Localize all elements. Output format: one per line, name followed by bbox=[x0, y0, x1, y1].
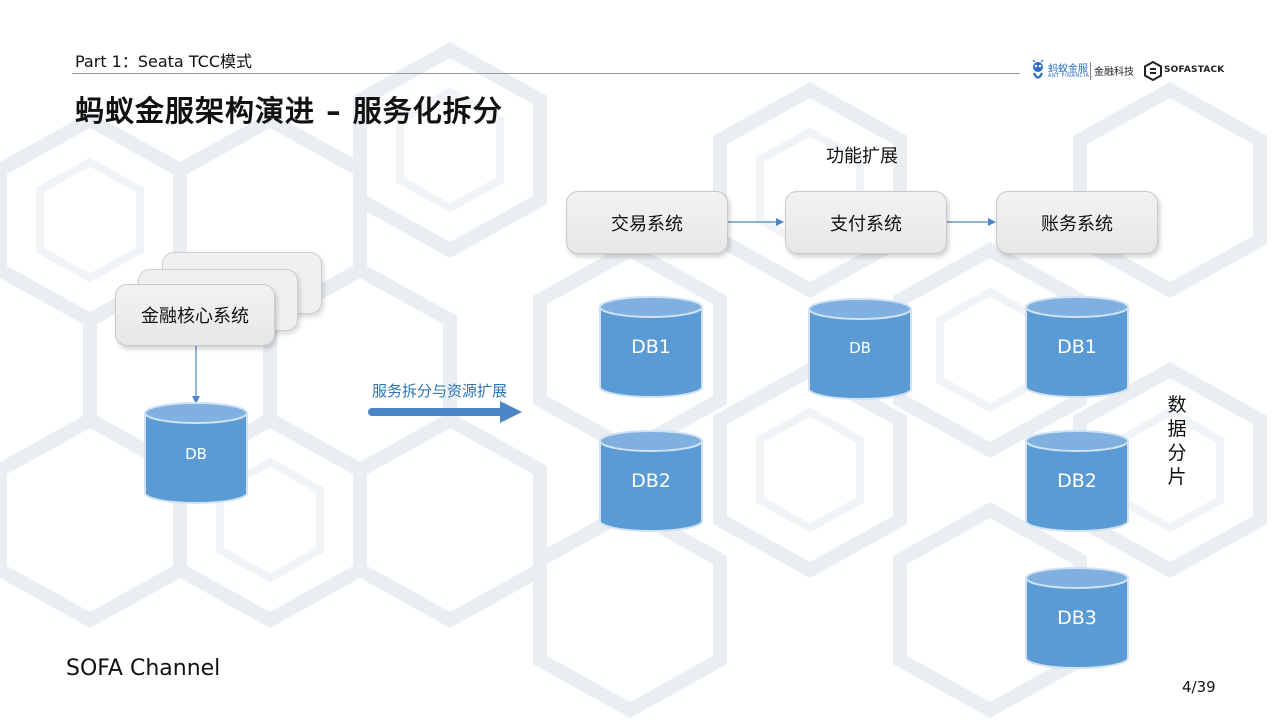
trade-db2-cylinder bbox=[599, 430, 703, 532]
trade-system-box: 交易系统 bbox=[566, 191, 728, 254]
core-system-label: 金融核心系统 bbox=[141, 306, 249, 327]
split-arrow-label: 服务拆分与资源扩展 bbox=[372, 382, 508, 400]
sharding-char-2: 据 bbox=[1167, 418, 1187, 440]
accounting-db3-label: DB3 bbox=[1057, 607, 1097, 629]
accounting-system-box: 账务系统 bbox=[996, 191, 1158, 254]
fintech-label: 金融科技 bbox=[1094, 67, 1134, 78]
payment-system-box: 支付系统 bbox=[785, 191, 947, 254]
accounting-db1-label: DB1 bbox=[1057, 336, 1097, 358]
page-number: 4/39 bbox=[1182, 678, 1216, 696]
data-sharding-label: 数 据 分 片 bbox=[1166, 393, 1188, 489]
core-db: DB bbox=[144, 402, 248, 506]
sofastack-text: SOFASTACK bbox=[1164, 65, 1225, 75]
trade-system-label: 交易系统 bbox=[611, 213, 683, 235]
functional-extension-label: 功能扩展 bbox=[826, 146, 898, 167]
accounting-db1: DB1 bbox=[1025, 296, 1129, 400]
accounting-db1-cylinder bbox=[1025, 296, 1129, 398]
ant-financial-logo: 蚂蚁金服 ANT FINANCIAL 金融科技 bbox=[1030, 58, 1134, 86]
core-db-cylinder bbox=[144, 402, 248, 504]
header-divider bbox=[72, 73, 1020, 74]
accounting-db2-cylinder bbox=[1025, 430, 1129, 532]
sofa-channel-logo: SOFA Channel bbox=[66, 656, 221, 681]
split-arrow-head bbox=[500, 401, 522, 423]
core-system-box: 金融核心系统 bbox=[115, 284, 275, 346]
trade-to-payment-arrowhead bbox=[776, 218, 784, 226]
payment-db-cylinder bbox=[808, 298, 912, 400]
sharding-char-4: 片 bbox=[1167, 466, 1187, 488]
trade-db1: DB1 bbox=[599, 296, 703, 400]
payment-db-label: DB bbox=[849, 339, 871, 357]
accounting-db3: DB3 bbox=[1025, 567, 1129, 671]
payment-system-label: 支付系统 bbox=[830, 213, 902, 235]
trade-db1-cylinder bbox=[599, 296, 703, 398]
accounting-db2-label: DB2 bbox=[1057, 470, 1097, 492]
core-to-db-arrowhead bbox=[192, 396, 200, 404]
sofastack-icon bbox=[1144, 61, 1162, 81]
trade-db2-label: DB2 bbox=[631, 470, 671, 492]
ant-logo-en: ANT FINANCIAL bbox=[1048, 73, 1093, 79]
page-title: 蚂蚁金服架构演进 – 服务化拆分 bbox=[75, 94, 503, 128]
sharding-char-3: 分 bbox=[1167, 442, 1187, 464]
sharding-char-1: 数 bbox=[1167, 394, 1187, 416]
ant-logo-cn: 蚂蚁金服 bbox=[1048, 64, 1088, 75]
payment-to-accounting-arrowhead bbox=[988, 218, 996, 226]
logo-separator bbox=[1090, 62, 1091, 80]
accounting-system-label: 账务系统 bbox=[1041, 213, 1113, 235]
trade-db1-label: DB1 bbox=[631, 336, 671, 358]
trade-db2: DB2 bbox=[599, 430, 703, 534]
ant-icon bbox=[1032, 60, 1044, 79]
accounting-db3-cylinder bbox=[1025, 567, 1129, 669]
section-label: Part 1：Seata TCC模式 bbox=[75, 52, 253, 71]
sofastack-logo: SOFASTACK bbox=[1144, 60, 1224, 82]
accounting-db2: DB2 bbox=[1025, 430, 1129, 534]
core-db-label: DB bbox=[185, 445, 207, 463]
payment-db: DB bbox=[808, 298, 912, 402]
